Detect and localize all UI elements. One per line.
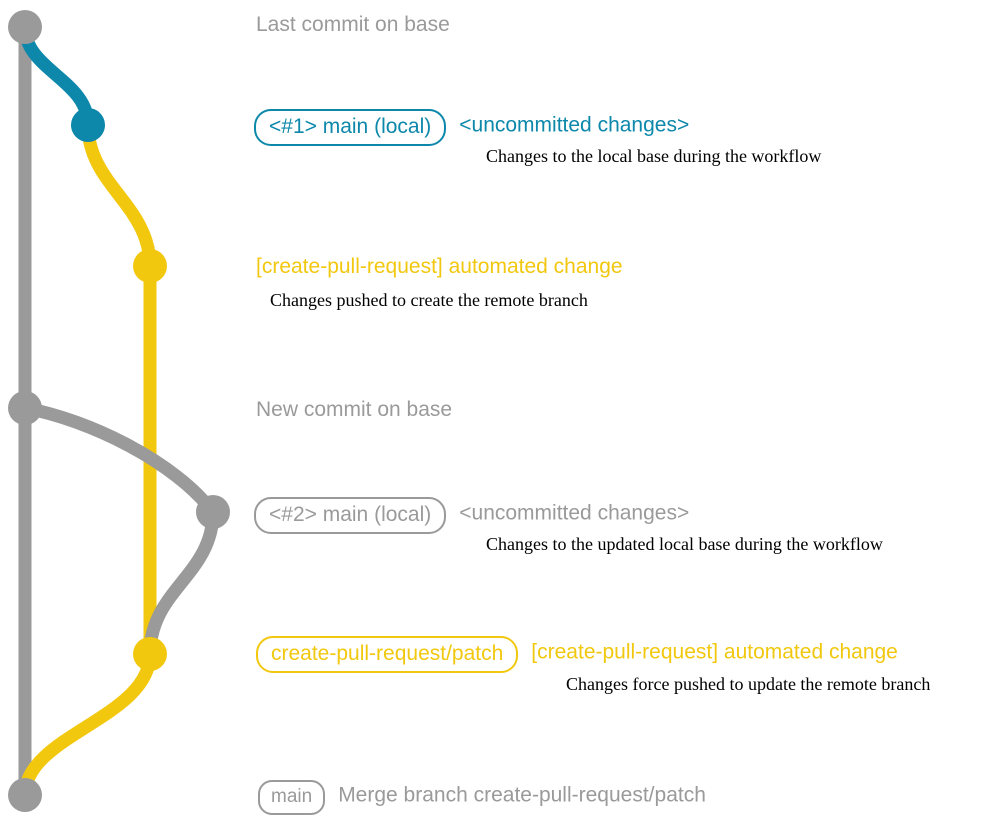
commit-description-automated-change-2: Changes force pushed to update the remot… xyxy=(566,674,931,694)
commit-subject-last-commit-on-base: Last commit on base xyxy=(256,13,450,36)
commit-node-new-commit-on-base[interactable] xyxy=(8,391,42,425)
edge-base-to-local2 xyxy=(18,401,220,519)
edge-patch2-to-merge xyxy=(18,647,157,802)
commit-subject-local-2: <uncommitted changes> xyxy=(459,501,690,525)
row-local-2: <#2> main (local) <uncommitted changes> xyxy=(254,497,689,534)
commit-node-last-commit-on-base[interactable] xyxy=(8,10,42,44)
row-local-2-description: Changes to the updated local base during… xyxy=(486,534,883,555)
commit-subject-automated-change-1: [create-pull-request] automated change xyxy=(256,255,623,278)
commit-description-local-2: Changes to the updated local base during… xyxy=(486,534,883,554)
commit-node-automated-change-2[interactable] xyxy=(133,637,167,671)
row-last-commit-on-base: Last commit on base xyxy=(256,13,450,37)
row-local-1-description: Changes to the local base during the wor… xyxy=(486,146,821,167)
commit-node-local-2[interactable] xyxy=(196,495,230,529)
row-local-1: <#1> main (local) <uncommitted changes> xyxy=(254,109,689,146)
commit-node-merge-commit[interactable] xyxy=(8,778,42,812)
row-merge-commit: main Merge branch create-pull-request/pat… xyxy=(258,780,706,815)
commit-subject-new-commit-on-base: New commit on base xyxy=(256,398,453,421)
row-automated-change-2-description: Changes force pushed to update the remot… xyxy=(566,674,930,695)
row-automated-change-2: create-pull-request/patch [create-pull-re… xyxy=(256,636,898,673)
commit-description-automated-change-1: Changes pushed to create the remote bran… xyxy=(270,290,588,310)
commit-subject-merge-commit: Merge branch create-pull-request/patch xyxy=(338,783,706,807)
row-automated-change-1-description: Changes pushed to create the remote bran… xyxy=(270,290,588,311)
commit-node-local-1[interactable] xyxy=(71,108,105,142)
ref-pill-local-1[interactable]: <#1> main (local) xyxy=(254,109,447,146)
edge-local1-to-patch1 xyxy=(81,118,157,273)
commit-node-automated-change-1[interactable] xyxy=(133,249,167,283)
commit-subject-automated-change-2: [create-pull-request] automated change xyxy=(531,640,898,664)
row-automated-change-1: [create-pull-request] automated change xyxy=(256,255,623,279)
edge-local2-to-patch2 xyxy=(143,505,220,661)
ref-pill-main[interactable]: main xyxy=(258,780,326,815)
row-new-commit-on-base: New commit on base xyxy=(256,398,452,422)
commit-description-local-1: Changes to the local base during the wor… xyxy=(486,146,822,166)
ref-pill-create-pull-request-patch[interactable]: create-pull-request/patch xyxy=(256,636,519,673)
ref-pill-local-2[interactable]: <#2> main (local) xyxy=(254,497,447,534)
commit-subject-local-1: <uncommitted changes> xyxy=(459,113,690,137)
